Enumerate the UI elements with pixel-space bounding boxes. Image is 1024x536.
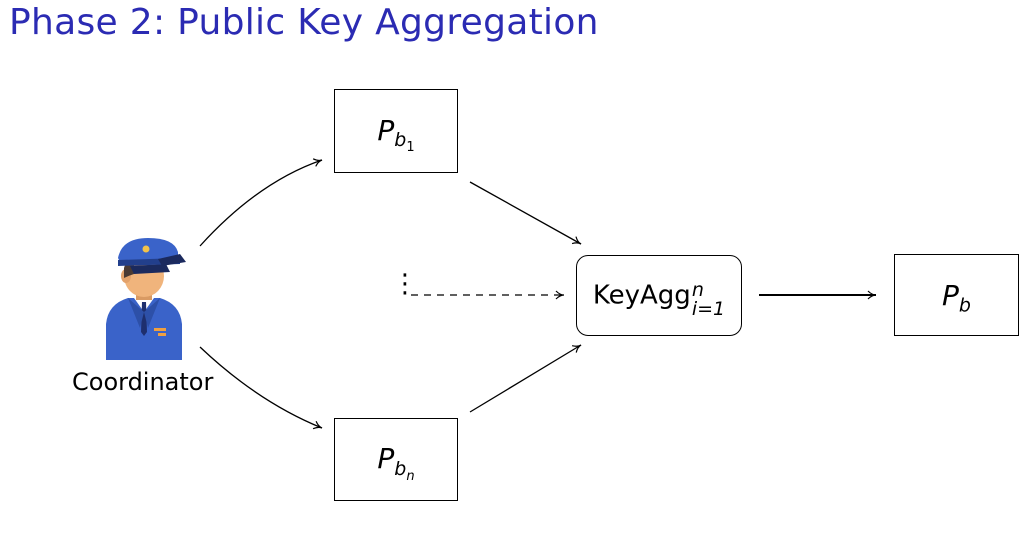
arrow-coordinator-to-pbn [199, 346, 323, 430]
node-pb1: Pb1 [334, 89, 458, 173]
police-officer-icon [106, 238, 186, 360]
ellipsis: ⋮ [392, 269, 418, 299]
node-pbn: Pbn [334, 418, 458, 501]
arrow-pb1-to-keyagg [469, 181, 582, 245]
coordinator-label: Coordinator [72, 368, 214, 396]
page-title: Phase 2: Public Key Aggregation [9, 2, 599, 43]
arrow-coordinator-to-pb1 [199, 158, 323, 247]
arrow-pbn-to-keyagg [469, 344, 582, 413]
node-pb: Pb [894, 254, 1019, 336]
